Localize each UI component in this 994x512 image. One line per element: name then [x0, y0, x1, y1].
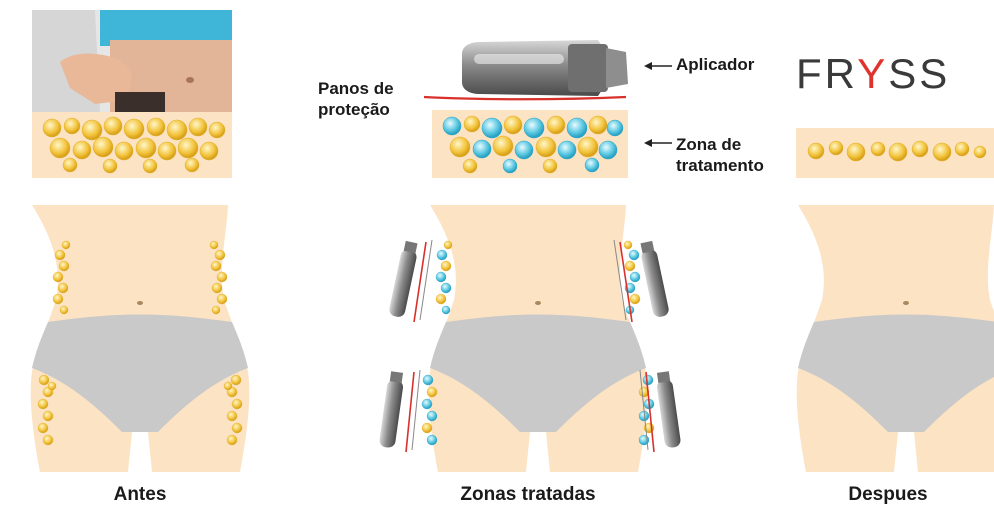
cloth-label-line1: Panos de: [318, 78, 394, 99]
protective-cloth-line: [424, 97, 626, 99]
before-photo: [32, 10, 232, 112]
fryss-logo: FRYSS: [796, 50, 950, 98]
after-fat-layer: [796, 128, 994, 178]
cloth-label: Panos de proteção: [318, 78, 394, 120]
caption-treated: Zonas tratadas: [428, 484, 628, 506]
zone-label-line1: Zona de: [676, 134, 764, 155]
zone-label: Zona de tratamento: [676, 134, 764, 176]
before-torso: [31, 205, 250, 472]
applicator-label: Aplicador: [676, 54, 754, 75]
caption-before: Antes: [40, 484, 240, 506]
before-fat-layer: [32, 112, 232, 178]
treated-torso: [422, 205, 654, 472]
cloth-label-line2: proteção: [318, 99, 394, 120]
caption-after: Despues: [788, 484, 988, 506]
zone-label-line2: tratamento: [676, 155, 764, 176]
after-torso: [797, 205, 994, 472]
applicator-device: [462, 40, 628, 96]
treatment-zone-block: [432, 110, 628, 178]
